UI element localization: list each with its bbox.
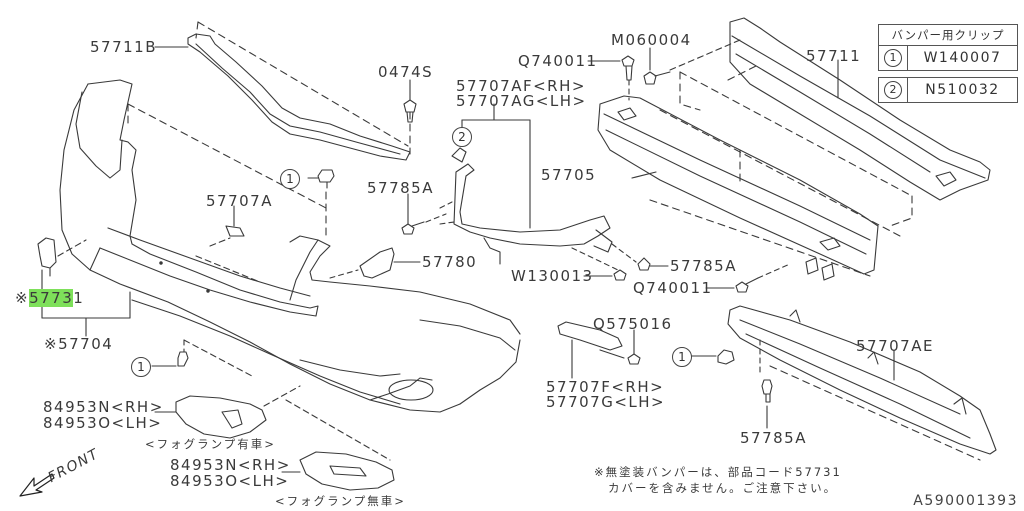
clip-symbol-2: 2 — [884, 81, 902, 99]
part-label-57707a[interactable]: 57707A — [206, 192, 273, 210]
part-label-0474s[interactable]: 0474S — [378, 63, 434, 81]
part-label-57704[interactable]: ※57704 — [44, 335, 114, 353]
cover-57731-shape — [37, 237, 131, 337]
note-line-2: カバーを含みません。ご注意下さい。 — [608, 481, 838, 495]
clip-w140007-lower — [151, 339, 253, 377]
cover-57780-shape — [329, 247, 421, 279]
part-label-57785a-right[interactable]: 57785A — [670, 257, 737, 275]
bolt-57785a-bottom — [761, 379, 773, 429]
clip-part-number: W140007 — [923, 50, 1002, 66]
highlighted-part-number: 5773 — [29, 289, 74, 307]
clip-w140007-right — [691, 349, 735, 365]
part-label-fog-with-lh[interactable]: 84953O<LH> — [43, 414, 163, 432]
bumper-cover-57704-shape — [59, 79, 521, 413]
part-label-m060004[interactable]: M060004 — [611, 31, 692, 49]
part-label-q740011-top[interactable]: Q740011 — [518, 52, 598, 70]
caption-without-fog-lamp: <フォグランプ無車> — [275, 494, 406, 508]
clip-callout-1[interactable]: 1 — [131, 357, 151, 377]
part-label-57705[interactable]: 57705 — [541, 166, 597, 184]
clip-w130013 — [583, 269, 627, 281]
unpainted-note-mark: ※ — [15, 289, 30, 307]
part-label-fog-without-lh[interactable]: 84953O<LH> — [170, 472, 290, 490]
clip-symbol-1: 1 — [884, 49, 902, 67]
part-label-57707g[interactable]: 57707G<LH> — [546, 393, 666, 411]
fog-cover-with-lamp-shape — [154, 385, 301, 439]
part-label-57707af[interactable]: 57707AF<RH> — [456, 77, 586, 95]
clip-part-number: N510032 — [925, 82, 1000, 98]
clip-w140007-upper — [307, 169, 335, 189]
bolt-m060004 — [643, 39, 741, 85]
screw-0474s-shape — [403, 79, 417, 123]
bracket-57711b-shape — [154, 33, 411, 161]
part-label-57711[interactable]: 57711 — [806, 47, 862, 65]
diagram-reference-code: A590001393 — [913, 493, 1018, 509]
part-label-57780[interactable]: 57780 — [422, 253, 478, 271]
clip-callout-1[interactable]: 1 — [672, 347, 692, 367]
part-label-fog-with-rh[interactable]: 84953N<RH> — [43, 398, 164, 416]
clip-table-header: バンパー用クリップ — [878, 24, 1018, 46]
bracket-57707af-shape — [439, 103, 637, 271]
part-label-57731[interactable]: ※57731 — [15, 289, 85, 307]
part-number-suffix: 1 — [73, 289, 85, 307]
fog-cover-without-lamp-shape — [281, 399, 395, 491]
assembly-guides-right — [649, 63, 913, 277]
screw-q575016 — [627, 329, 641, 365]
part-label-57707ag[interactable]: 57707AG<LH> — [456, 92, 587, 110]
assembly-guides-upper-left — [127, 21, 411, 241]
bracket-57707ae-shape — [727, 305, 997, 461]
part-label-q740011-bottom[interactable]: Q740011 — [633, 279, 713, 297]
caption-with-fog-lamp: <フォグランプ有車> — [145, 437, 276, 451]
clip-callout-2[interactable]: 2 — [452, 127, 472, 147]
beam-57705-shape — [597, 95, 879, 281]
bracket-57707f-shape — [557, 321, 625, 379]
part-label-fog-without-rh[interactable]: 84953N<RH> — [170, 456, 291, 474]
clip-callout-1[interactable]: 1 — [280, 169, 300, 189]
part-label-57711b[interactable]: 57711B — [90, 38, 158, 56]
clip-legend-table: バンパー用クリップ 1 W140007 2 N510032 — [878, 24, 1018, 103]
part-label-w130013[interactable]: W130013 — [511, 267, 594, 285]
bolt-q740011-top — [587, 55, 635, 101]
bracket-57707a-shape — [195, 205, 261, 283]
reinforcement-57711-shape — [729, 17, 991, 201]
clip-table-row[interactable]: 2 N510032 — [878, 77, 1018, 103]
part-label-57707ae[interactable]: 57707AE — [856, 337, 934, 355]
bolt-q740011-bottom — [705, 263, 791, 293]
bolt-57785a-mid — [401, 193, 447, 235]
part-label-q575016[interactable]: Q575016 — [593, 315, 673, 333]
note-line-1: ※無塗装バンパーは、部品コード57731 — [594, 465, 842, 479]
part-label-57785a-mid[interactable]: 57785A — [367, 179, 434, 197]
part-label-57707f[interactable]: 57707F<RH> — [546, 378, 665, 396]
front-arrow-icon — [19, 473, 55, 497]
clip-table-row[interactable]: 1 W140007 — [878, 46, 1018, 71]
bolt-57785a-right — [637, 257, 669, 271]
part-label-57785a-bottom[interactable]: 57785A — [740, 429, 807, 447]
